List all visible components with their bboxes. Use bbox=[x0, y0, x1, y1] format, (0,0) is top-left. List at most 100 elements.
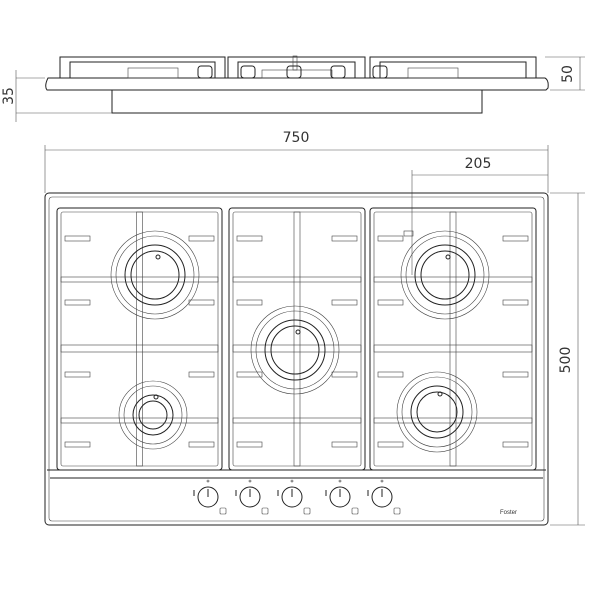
burner-ring bbox=[124, 244, 186, 306]
burner-ring bbox=[250, 305, 340, 395]
burner-ring bbox=[400, 230, 490, 320]
dimension-205-label: 205 bbox=[465, 156, 492, 172]
grate-section bbox=[56, 207, 223, 471]
burner-position-icon bbox=[261, 507, 269, 515]
grate-finger bbox=[236, 235, 263, 242]
dimension-500-label: 500 bbox=[558, 347, 574, 374]
grate-bar bbox=[60, 344, 219, 353]
grate-bar bbox=[232, 344, 362, 353]
side-view bbox=[45, 55, 549, 114]
grate-finger bbox=[331, 371, 358, 378]
grate-finger bbox=[331, 441, 358, 448]
grate-bar bbox=[60, 276, 219, 283]
grate-bar bbox=[373, 344, 533, 353]
grate-finger bbox=[502, 299, 529, 306]
grate-finger bbox=[188, 235, 215, 242]
grate-frame-inner bbox=[60, 211, 219, 467]
dimension-750: 750 bbox=[44, 130, 549, 193]
grate-bar bbox=[232, 417, 362, 424]
grate-frame-inner bbox=[373, 211, 533, 467]
knob-indicator bbox=[206, 479, 210, 483]
control-knob bbox=[193, 479, 227, 515]
grate-section bbox=[369, 207, 537, 471]
knob-ring bbox=[281, 486, 303, 508]
grate-finger bbox=[64, 371, 91, 378]
burner-igniter bbox=[445, 254, 451, 260]
side-knob bbox=[240, 65, 256, 79]
grate-finger bbox=[188, 441, 215, 448]
grate-finger bbox=[377, 371, 404, 378]
burner-ring bbox=[416, 391, 458, 433]
grate-finger bbox=[502, 235, 529, 242]
burner-ring bbox=[110, 230, 200, 320]
pan-supports bbox=[56, 207, 537, 471]
burner-position-icon bbox=[393, 507, 401, 515]
grate-finger bbox=[236, 371, 263, 378]
control-knob bbox=[277, 479, 311, 515]
dimension-205: 205 bbox=[411, 156, 548, 275]
grate-bar bbox=[293, 211, 301, 467]
knob-ring bbox=[329, 486, 351, 508]
burner-ring bbox=[132, 394, 174, 436]
knob-indicator bbox=[248, 479, 252, 483]
dimension-750-label: 750 bbox=[283, 130, 310, 146]
grate-finger bbox=[377, 441, 404, 448]
grate-finger bbox=[377, 235, 404, 242]
burner-ring bbox=[414, 244, 476, 306]
burner-ring bbox=[410, 385, 464, 439]
control-knob bbox=[325, 479, 359, 515]
dimension-35-label: 35 bbox=[1, 87, 17, 105]
grate-finger bbox=[502, 441, 529, 448]
grate-finger bbox=[236, 299, 263, 306]
burner-ring bbox=[130, 250, 180, 300]
knob-ring bbox=[197, 486, 219, 508]
burner-position-icon bbox=[351, 507, 359, 515]
knob-indicator bbox=[338, 479, 342, 483]
burner-ring bbox=[401, 376, 473, 448]
control-knob bbox=[235, 479, 269, 515]
control-knobs bbox=[193, 479, 401, 515]
grate-bar bbox=[232, 276, 362, 283]
dimension-50-label: 50 bbox=[560, 65, 576, 83]
burner-ring bbox=[255, 310, 335, 390]
grate-bar bbox=[136, 211, 143, 467]
grate-frame bbox=[369, 207, 537, 471]
knob-ring bbox=[239, 486, 261, 508]
burner-igniter bbox=[153, 394, 159, 400]
grate-finger bbox=[64, 299, 91, 306]
grate-section bbox=[228, 207, 366, 471]
grate-finger bbox=[377, 299, 404, 306]
grate-bar bbox=[373, 417, 533, 424]
burner-igniter bbox=[437, 391, 443, 397]
brand-logo: Foster bbox=[500, 510, 517, 516]
grate-finger bbox=[64, 235, 91, 242]
grate-bar bbox=[449, 211, 457, 467]
burners bbox=[110, 230, 490, 453]
side-knob bbox=[197, 65, 213, 79]
knob-indicator bbox=[290, 479, 294, 483]
burner-ring bbox=[420, 250, 470, 300]
side-knob bbox=[286, 65, 302, 79]
grate-frame bbox=[228, 207, 366, 471]
grate-finger bbox=[331, 235, 358, 242]
top-view: Foster bbox=[44, 192, 549, 526]
burner-position-icon bbox=[219, 507, 227, 515]
side-knob bbox=[330, 65, 346, 79]
grate-finger bbox=[188, 299, 215, 306]
burner bbox=[118, 380, 188, 450]
grate-bar bbox=[373, 276, 533, 283]
burner-ring bbox=[405, 235, 485, 315]
grate-finger bbox=[236, 441, 263, 448]
control-knob bbox=[367, 479, 401, 515]
burner-ring bbox=[264, 319, 326, 381]
knob-ring bbox=[371, 486, 393, 508]
grate-finger bbox=[188, 371, 215, 378]
burner-ring bbox=[118, 380, 188, 450]
burner-igniter bbox=[155, 254, 161, 260]
grate-finger bbox=[502, 371, 529, 378]
burner-ring bbox=[396, 371, 478, 453]
grate-finger bbox=[331, 299, 358, 306]
grate-finger bbox=[64, 441, 91, 448]
